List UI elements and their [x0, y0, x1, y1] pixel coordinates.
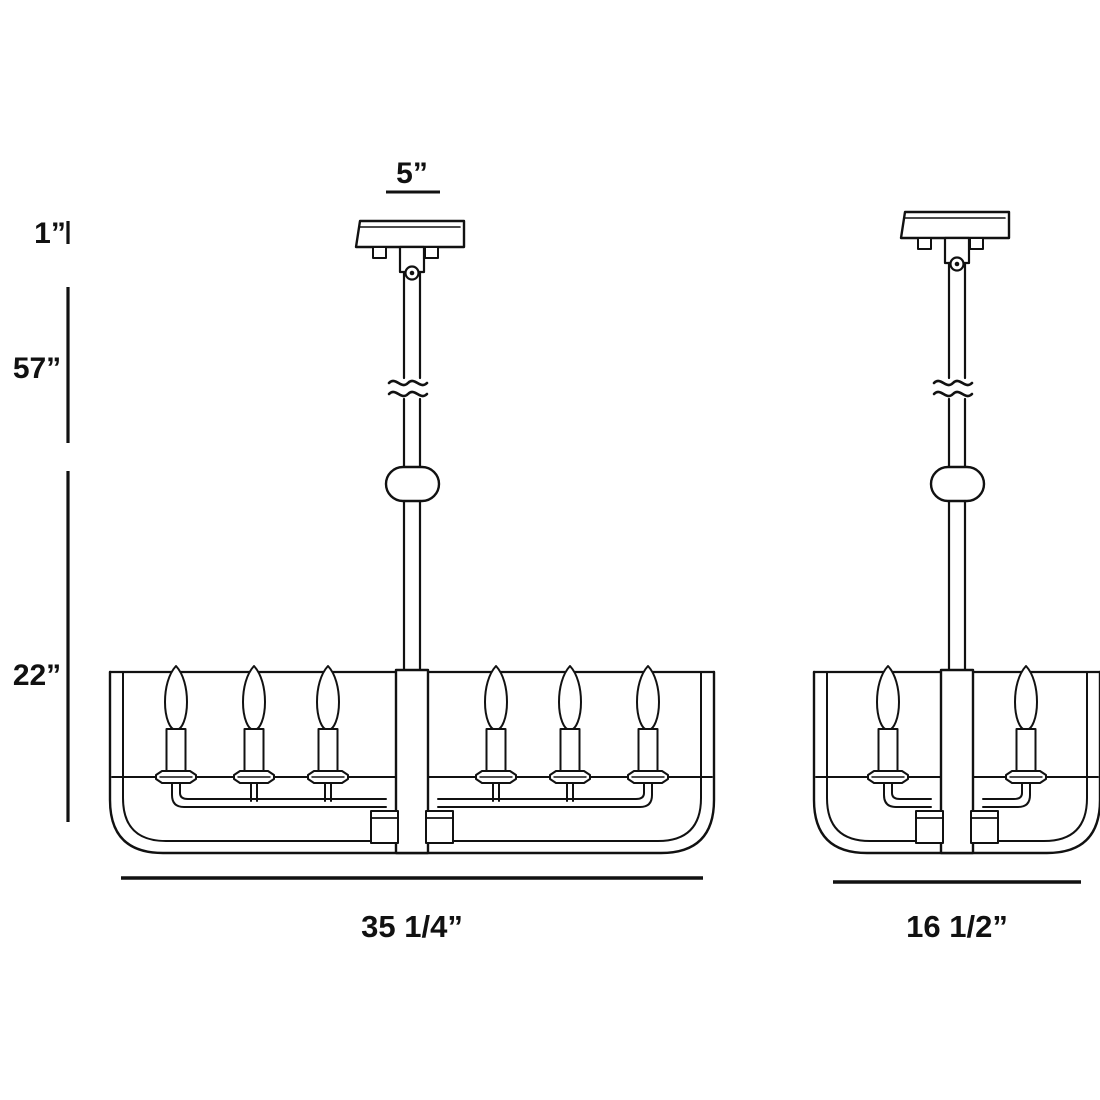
horizontal-dimension-lines [121, 190, 1081, 884]
label-stem-length: 57” [13, 352, 61, 385]
canopy-side [899, 210, 1011, 250]
stem-ball-detail [384, 465, 441, 503]
label-canopy-width: 5” [396, 157, 428, 190]
label-side-width: 16 1/2” [906, 909, 1008, 944]
column-base-blocks [370, 810, 454, 844]
front-elevation-view [108, 219, 716, 855]
downrod-lower [402, 499, 422, 674]
break-symbol-side [932, 379, 974, 398]
stem-swivel [398, 245, 426, 281]
downrod-mid [402, 397, 422, 472]
downrod-upper [402, 270, 422, 380]
stem-ball-detail-side [929, 465, 986, 503]
candle-arms-side [883, 778, 1031, 808]
label-canopy-height: 1” [34, 217, 66, 250]
side-elevation-view [812, 210, 1100, 855]
column-base-blocks-side [915, 810, 999, 844]
downrod-lower-side [947, 499, 967, 674]
break-symbol [387, 379, 429, 398]
stem-swivel-side [943, 236, 971, 272]
canopy [354, 219, 466, 259]
label-shade-height: 22” [13, 659, 61, 692]
center-column-side [939, 668, 975, 855]
downrod-upper-side [947, 261, 967, 380]
downrod-mid-side [947, 397, 967, 472]
label-front-width: 35 1/4” [361, 909, 463, 944]
center-column [394, 668, 430, 855]
